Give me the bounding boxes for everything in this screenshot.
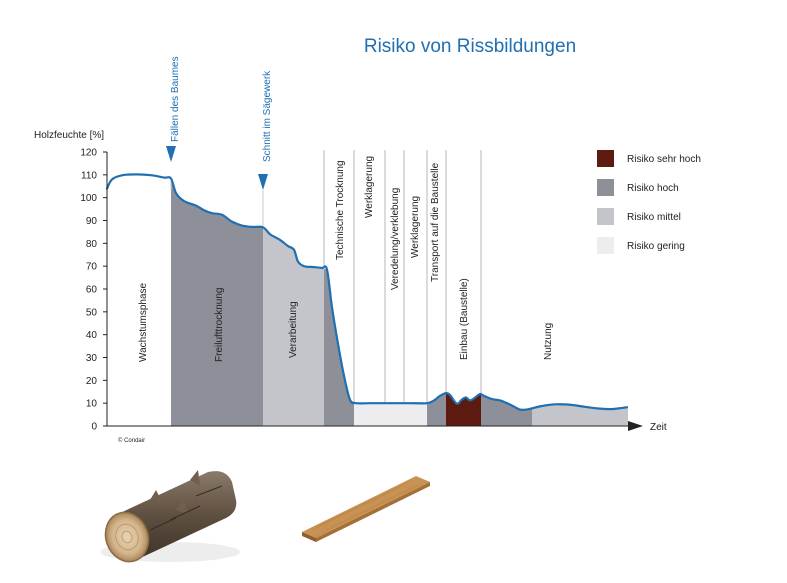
phase-label: Werklagerung <box>410 196 421 258</box>
x-axis-label: Zeit <box>650 422 667 433</box>
phase-label: Wachstumsphase <box>138 282 149 362</box>
y-tick-label: 70 <box>86 262 98 273</box>
x-axis-arrow <box>628 421 643 431</box>
board-image <box>302 476 430 542</box>
event-labels: Fällen des Baumes Schnitt im Sägewerk <box>170 56 273 162</box>
chart-title: Risiko von Rissbildungen <box>364 36 576 57</box>
phase-dividers <box>323 150 482 404</box>
band-6 <box>385 403 404 426</box>
phase-label: Einbau (Baustelle) <box>459 278 470 360</box>
phase-labels: Wachstumsphase Freilufttrocknung Verarbeit… <box>138 156 554 362</box>
risk-bands <box>171 178 628 426</box>
band-7 <box>404 403 427 426</box>
legend-label: Risiko gering <box>627 241 685 252</box>
moisture-curve <box>105 173 629 411</box>
y-tick-label: 120 <box>80 148 97 159</box>
phase-label: Verarbeitung <box>288 301 299 358</box>
phase-label: Freilufttrocknung <box>214 288 225 362</box>
y-axis-label: Holzfeuchte [%] <box>34 130 104 141</box>
y-tick-label: 100 <box>80 193 97 204</box>
y-tick-label: 20 <box>86 376 98 387</box>
legend-label: Risiko sehr hoch <box>627 154 701 165</box>
phase-label: Technische Trocknung <box>335 160 346 260</box>
phase-label: Transport auf die Baustelle <box>430 162 441 282</box>
legend-swatch <box>597 237 614 254</box>
legend-label: Risiko hoch <box>627 183 679 194</box>
y-tick-label: 30 <box>86 353 98 364</box>
phase-label: Veredelung/verklebung <box>390 188 401 290</box>
credit-text: © Condair <box>118 437 145 444</box>
y-tick-label: 60 <box>86 285 98 296</box>
legend-label: Risiko mittel <box>627 212 681 223</box>
y-ticks: 0 10 20 30 40 50 60 70 80 90 100 110 120 <box>80 148 107 433</box>
legend-swatch <box>597 150 614 167</box>
y-tick-label: 40 <box>86 330 98 341</box>
y-tick-label: 80 <box>86 239 98 250</box>
y-tick-label: 0 <box>91 422 97 433</box>
event-marker-1 <box>166 146 176 162</box>
y-tick-label: 90 <box>86 216 98 227</box>
legend-swatch <box>597 179 614 196</box>
event-marker-2 <box>258 174 268 190</box>
y-tick-label: 110 <box>81 170 97 181</box>
band-11 <box>532 404 628 426</box>
band-5 <box>354 402 385 426</box>
log-image <box>100 470 240 563</box>
event-label: Fällen des Baumes <box>170 56 181 142</box>
y-tick-label: 10 <box>86 399 98 410</box>
y-tick-label: 50 <box>86 307 98 318</box>
legend-swatch <box>597 208 614 225</box>
band-3 <box>263 227 324 426</box>
band-9 <box>446 393 481 426</box>
band-10 <box>481 394 532 426</box>
phase-label: Werklagerung <box>364 156 375 218</box>
phase-label: Nutzung <box>543 323 554 360</box>
band-2 <box>171 178 263 426</box>
event-label: Schnitt im Sägewerk <box>262 70 273 162</box>
